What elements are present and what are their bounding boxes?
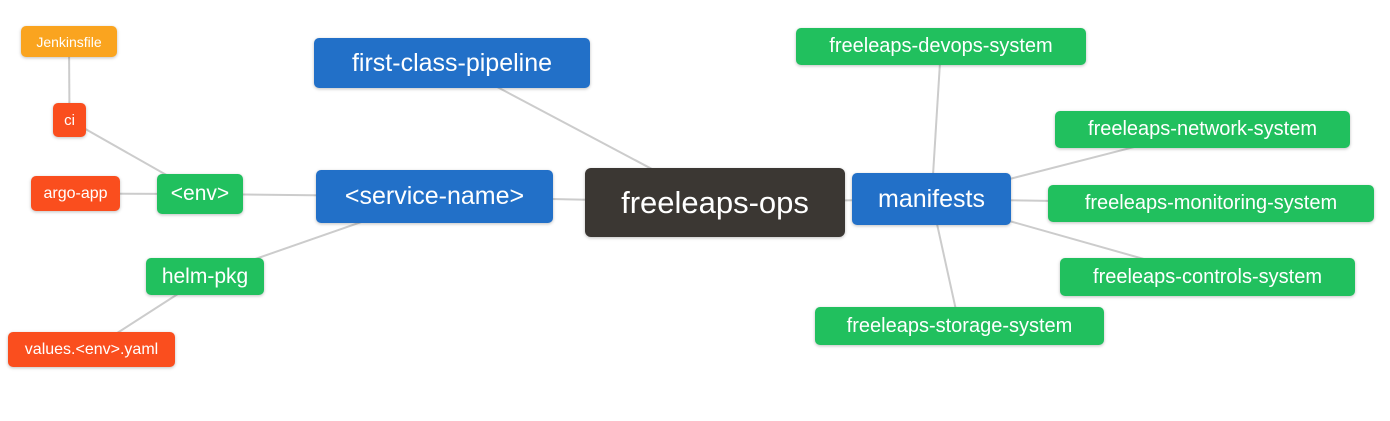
mindmap-node-ci[interactable]: ci [53, 103, 86, 137]
mindmap-node-freeleaps-controls-system[interactable]: freeleaps-controls-system [1060, 258, 1355, 296]
mindmap-node-freeleaps-devops-system[interactable]: freeleaps-devops-system [796, 28, 1086, 65]
mindmap-node-service-name[interactable]: <service-name> [316, 170, 553, 223]
mindmap-node-freeleaps-ops-root[interactable]: freeleaps-ops [585, 168, 845, 237]
mindmap-node-env[interactable]: <env> [157, 174, 243, 214]
mindmap-node-jenkinsfile[interactable]: Jenkinsfile [21, 26, 117, 57]
mindmap-node-first-class-pipeline[interactable]: first-class-pipeline [314, 38, 590, 88]
mindmap-node-argo-app[interactable]: argo-app [31, 176, 120, 211]
mindmap-node-freeleaps-network-system[interactable]: freeleaps-network-system [1055, 111, 1350, 148]
mindmap-node-helm-pkg[interactable]: helm-pkg [146, 258, 264, 295]
mindmap-node-freeleaps-monitoring-system[interactable]: freeleaps-monitoring-system [1048, 185, 1374, 222]
mindmap-node-manifests[interactable]: manifests [852, 173, 1011, 225]
mindmap-node-values-env-yaml[interactable]: values.<env>.yaml [8, 332, 175, 367]
mindmap-node-freeleaps-storage-system[interactable]: freeleaps-storage-system [815, 307, 1104, 345]
